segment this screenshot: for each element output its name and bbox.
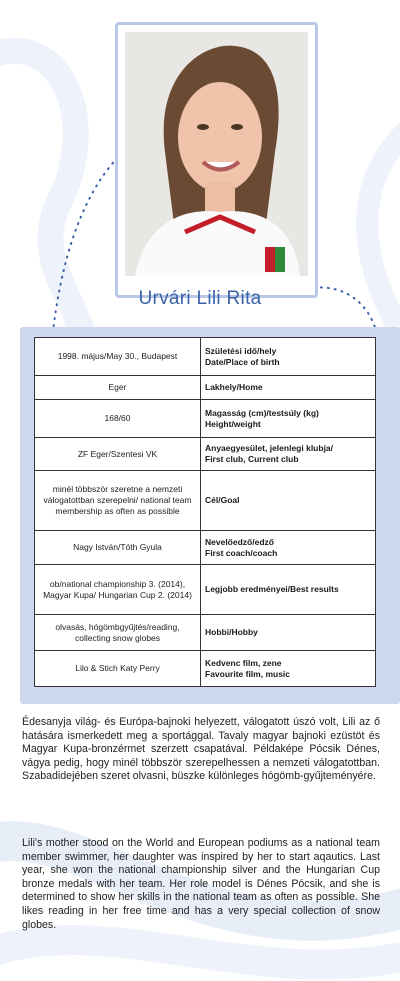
row-value: Lilo & Stich Katy Perry [34, 650, 201, 687]
row-value: 168/60 [34, 399, 201, 438]
row-label: Legjobb eredményei/Best results [200, 564, 376, 615]
athlete-photo [125, 32, 308, 276]
table-row: ob/national championship 3. (2014), Magy… [34, 564, 376, 615]
table-row: Lilo & Stich Katy Perry Kedvenc film, ze… [34, 650, 376, 687]
row-value: ZF Eger/Szentesi VK [34, 437, 201, 471]
biography-english: Lili's mother stood on the World and Eur… [22, 837, 380, 931]
photo-frame [115, 22, 318, 298]
row-value: olvasás, hógömbgyűjtés/reading, collecti… [34, 614, 201, 651]
info-table-panel: 1998. május/May 30., Budapest Születési … [20, 327, 400, 704]
row-label: Anyaegyesület, jelenlegi klubja/First cl… [200, 437, 376, 471]
row-value: ob/national championship 3. (2014), Magy… [34, 564, 201, 615]
row-value: Nagy István/Tóth Gyula [34, 530, 201, 565]
table-row: ZF Eger/Szentesi VK Anyaegyesület, jelen… [34, 437, 376, 471]
row-value: Eger [34, 375, 201, 400]
table-row: Eger Lakhely/Home [34, 375, 376, 400]
info-table: 1998. május/May 30., Budapest Születési … [34, 337, 376, 687]
table-row: minél többször szeretne a nemzeti váloga… [34, 470, 376, 531]
athlete-name: Urvári Lili Rita [138, 288, 262, 309]
row-label: Hobbi/Hobby [200, 614, 376, 651]
row-value: 1998. május/May 30., Budapest [34, 337, 201, 376]
biography-hungarian: Édesanyja világ- és Európa-bajnoki helye… [22, 716, 380, 783]
row-value: minél többször szeretne a nemzeti váloga… [34, 470, 201, 531]
row-label: Magasság (cm)/testsúly (kg)Height/weight [200, 399, 376, 438]
row-label: Lakhely/Home [200, 375, 376, 400]
table-row: olvasás, hógömbgyűjtés/reading, collecti… [34, 614, 376, 651]
table-row: 1998. május/May 30., Budapest Születési … [34, 337, 376, 376]
table-row: 168/60 Magasság (cm)/testsúly (kg)Height… [34, 399, 376, 438]
row-label: Cél/Goal [200, 470, 376, 531]
